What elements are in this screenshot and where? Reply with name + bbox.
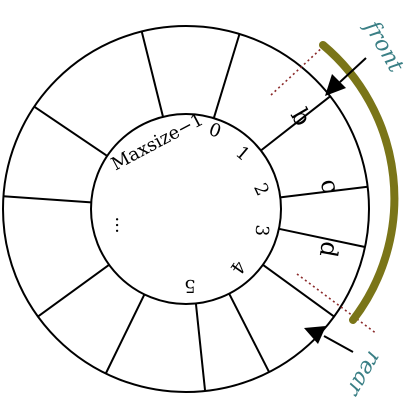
front-arrow-head: [325, 74, 346, 96]
rear-dotted-line: [296, 273, 378, 335]
slot-divider: [3, 195, 92, 204]
outer-ring: [2, 25, 370, 393]
index-4-label: 4: [226, 256, 250, 277]
slot-divider: [140, 31, 164, 118]
slot-divider: [33, 105, 108, 157]
queue-span-marker: [270, 41, 399, 353]
slot-divider: [228, 293, 270, 373]
index-0-label: 0: [206, 119, 224, 143]
rear-label: rear: [340, 347, 386, 402]
front-label: front: [358, 15, 408, 77]
queue-span-arc: [319, 41, 399, 324]
index-3-label: 3: [251, 224, 273, 237]
ellipsis-label: ...: [102, 216, 123, 233]
rear-arrow-head: [304, 326, 326, 344]
slot-divider: [262, 263, 335, 318]
slot-divider: [278, 227, 366, 248]
inner-ring: [90, 113, 282, 305]
slot-divider: [212, 33, 241, 119]
index-1-label: 1: [231, 142, 253, 165]
slot-divider: [194, 303, 207, 392]
index-5-label: 5: [184, 275, 195, 296]
slot-dividers: [3, 31, 368, 392]
element-c: c: [314, 176, 345, 196]
index-2-label: 2: [249, 180, 273, 199]
front-dotted-line: [270, 44, 326, 96]
element-d: d: [314, 239, 344, 259]
element-b: b: [285, 103, 317, 130]
rear-arrow-shaft: [323, 335, 354, 353]
front-arrow-shaft: [339, 57, 367, 83]
slot-divider: [37, 263, 110, 318]
slot-divider: [104, 293, 146, 374]
slot-divider: [260, 95, 331, 152]
slot-divider: [280, 185, 368, 199]
